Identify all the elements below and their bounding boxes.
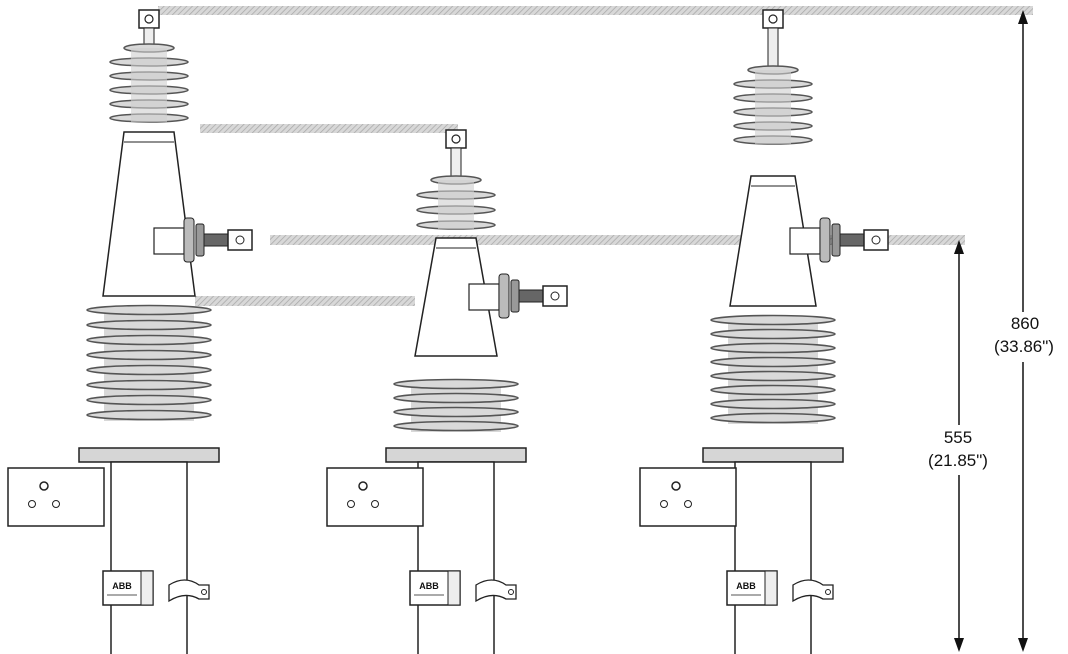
base-tube bbox=[734, 461, 812, 654]
mounting-flange bbox=[78, 447, 220, 463]
lower-shed bbox=[393, 378, 519, 390]
overall-dimension-value: 860 bbox=[1011, 314, 1039, 333]
brand-logo-text: ABB bbox=[112, 581, 132, 591]
top-stem bbox=[450, 147, 462, 181]
side-bracket-box bbox=[639, 467, 737, 527]
lower-shed bbox=[86, 349, 212, 361]
arrow-up-icon bbox=[1018, 10, 1028, 24]
screw-icon bbox=[358, 481, 368, 491]
dimension-overall: 860 (33.86") bbox=[994, 10, 1068, 652]
mid-unit: ABB bbox=[639, 9, 889, 654]
guide-short-top bbox=[200, 124, 458, 133]
lower-shed bbox=[710, 314, 836, 326]
side-flange bbox=[819, 217, 831, 263]
lower-shed bbox=[710, 384, 836, 396]
screw-icon bbox=[39, 481, 49, 491]
guide-lines bbox=[158, 6, 1033, 306]
terminal-dimension-value: 555 bbox=[944, 428, 972, 447]
mounting-flange bbox=[385, 447, 527, 463]
side-flange bbox=[831, 223, 841, 257]
lower-shed bbox=[710, 398, 836, 410]
lug-hole-icon bbox=[825, 589, 831, 595]
side-flange bbox=[183, 217, 195, 263]
upper-core bbox=[755, 70, 791, 144]
conical-housing bbox=[102, 131, 196, 297]
arrow-down-icon bbox=[1018, 638, 1028, 652]
base-tube bbox=[417, 461, 495, 654]
brand-logo-text: ABB bbox=[419, 581, 439, 591]
short-unit: ABB bbox=[326, 129, 568, 654]
bolt-hole-icon bbox=[52, 500, 60, 508]
side-flange bbox=[195, 223, 205, 257]
lower-shed bbox=[86, 379, 212, 391]
lower-shed bbox=[393, 392, 519, 404]
base-tube bbox=[110, 461, 188, 654]
brand-logo-text: ABB bbox=[736, 581, 756, 591]
lower-shed bbox=[710, 412, 836, 424]
lower-shed bbox=[710, 370, 836, 382]
lower-shed bbox=[86, 319, 212, 331]
nameplate-tab bbox=[140, 570, 154, 606]
side-bracket-box bbox=[326, 467, 424, 527]
arrow-up-icon bbox=[954, 240, 964, 254]
lower-shed bbox=[86, 364, 212, 376]
lifting-lug-icon bbox=[475, 579, 517, 603]
screw-icon bbox=[671, 481, 681, 491]
conical-housing bbox=[414, 237, 498, 357]
terminal-hole-icon bbox=[550, 291, 560, 301]
arrow-down-icon bbox=[954, 638, 964, 652]
terminal-hole-icon bbox=[144, 14, 154, 24]
tall-unit: ABB bbox=[7, 9, 253, 654]
top-stem bbox=[767, 27, 779, 71]
bolt-hole-icon bbox=[371, 500, 379, 508]
mounting-flange bbox=[702, 447, 844, 463]
bolt-hole-icon bbox=[660, 500, 668, 508]
side-bracket-box bbox=[7, 467, 105, 527]
side-terminal-boss bbox=[789, 227, 821, 255]
lower-shed bbox=[86, 334, 212, 346]
nameplate-tab bbox=[447, 570, 461, 606]
guide-housing bbox=[195, 296, 415, 306]
side-stem bbox=[518, 289, 546, 303]
side-stem bbox=[203, 233, 231, 247]
lifting-lug-icon bbox=[792, 579, 834, 603]
lower-shed bbox=[710, 328, 836, 340]
lower-shed bbox=[86, 394, 212, 406]
lower-shed bbox=[86, 409, 212, 421]
terminal-hole-icon bbox=[235, 235, 245, 245]
lug-hole-icon bbox=[201, 589, 207, 595]
terminal-hole-icon bbox=[451, 134, 461, 144]
overall-dimension-imperial: (33.86") bbox=[994, 337, 1054, 356]
bolt-hole-icon bbox=[684, 500, 692, 508]
lower-shed bbox=[393, 406, 519, 418]
dimension-terminal: 555 (21.85") bbox=[928, 240, 1000, 652]
side-terminal-boss bbox=[468, 283, 500, 311]
lower-shed bbox=[710, 342, 836, 354]
side-flange bbox=[510, 279, 520, 313]
upper-core bbox=[438, 180, 474, 229]
terminal-hole-icon bbox=[768, 14, 778, 24]
breaker-units: ABB ABB ABB bbox=[7, 9, 889, 654]
lifting-lug-icon bbox=[168, 579, 210, 603]
side-terminal-boss bbox=[153, 227, 185, 255]
lower-shed bbox=[710, 356, 836, 368]
conical-housing bbox=[729, 175, 817, 307]
terminal-hole-icon bbox=[871, 235, 881, 245]
terminal-dimension-imperial: (21.85") bbox=[928, 451, 988, 470]
upper-core bbox=[131, 48, 167, 122]
nameplate-tab bbox=[764, 570, 778, 606]
guide-top bbox=[158, 6, 1033, 15]
lower-shed bbox=[86, 304, 212, 316]
guide-terminal bbox=[270, 235, 965, 245]
lug-hole-icon bbox=[508, 589, 514, 595]
bolt-hole-icon bbox=[28, 500, 36, 508]
bolt-hole-icon bbox=[347, 500, 355, 508]
side-flange bbox=[498, 273, 510, 319]
side-stem bbox=[839, 233, 867, 247]
lower-shed bbox=[393, 420, 519, 432]
